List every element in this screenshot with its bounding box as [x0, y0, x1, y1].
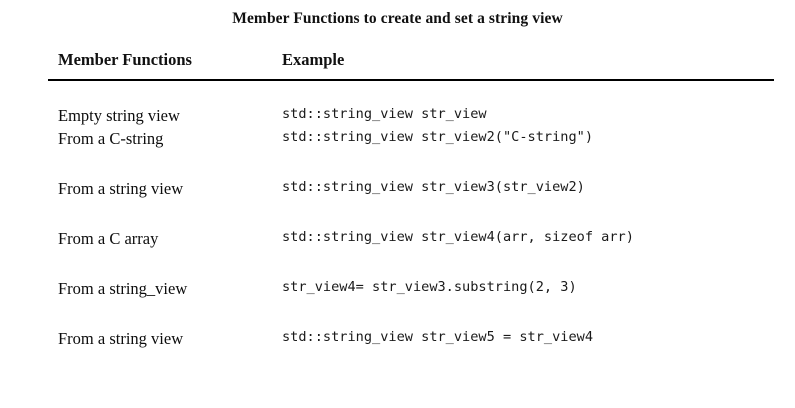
table-container: Member Functions Example Empty string vi… [48, 50, 774, 380]
table-body: Empty string view std::string_view str_v… [48, 80, 774, 380]
table-cell-member-function: Empty string view [48, 80, 280, 130]
table-cell-example: std::string_view str_view2("C-string") [280, 130, 774, 180]
table-row: From a C array std::string_view str_view… [48, 229, 774, 280]
example-code: str_view4= str_view3.substring(2, 3) [282, 279, 577, 295]
table-caption: Member Functions to create and set a str… [232, 10, 563, 27]
table-cell-member-function: From a C array [48, 229, 280, 280]
example-code: std::string_view str_view [282, 106, 487, 122]
example-code: std::string_view str_view5 = str_view4 [282, 329, 593, 345]
example-code: std::string_view str_view4(arr, sizeof a… [282, 229, 634, 245]
table-row: From a string view std::string_view str_… [48, 179, 774, 230]
column-header-member-functions: Member Functions [48, 50, 280, 81]
table-cell-example: str_view4= str_view3.substring(2, 3) [280, 280, 774, 330]
table-header: Member Functions Example [48, 50, 774, 81]
table-cell-member-function: From a string view [48, 179, 280, 230]
table-cell-example: std::string_view str_view5 = str_view4 [280, 330, 774, 380]
example-code: std::string_view str_view3(str_view2) [282, 179, 585, 195]
table-row: Empty string view std::string_view str_v… [48, 80, 774, 130]
table-cell-example: std::string_view str_view3(str_view2) [280, 180, 774, 230]
table-cell-member-function: From a C-string [48, 129, 280, 180]
table-row: From a string_view str_view4= str_view3.… [48, 279, 774, 330]
column-header-example: Example [280, 50, 774, 81]
table-header-row: Member Functions Example [48, 50, 774, 81]
member-function-label: From a C-string [58, 129, 164, 148]
table-cell-member-function: From a string view [48, 329, 280, 380]
member-function-label: From a string_view [58, 279, 188, 298]
table-row: From a C-string std::string_view str_vie… [48, 129, 774, 180]
table-cell-example: std::string_view str_view [280, 80, 774, 130]
member-function-label: From a string view [58, 179, 184, 198]
table-cell-example: std::string_view str_view4(arr, sizeof a… [280, 230, 774, 280]
table-cell-member-function: From a string_view [48, 279, 280, 330]
member-function-label: Empty string view [58, 106, 180, 125]
table-row: From a string view std::string_view str_… [48, 329, 774, 380]
member-functions-table: Member Functions Example Empty string vi… [48, 50, 774, 380]
member-function-label: From a C array [58, 229, 159, 248]
member-function-label: From a string view [58, 329, 184, 348]
example-code: std::string_view str_view2("C-string") [282, 129, 593, 145]
